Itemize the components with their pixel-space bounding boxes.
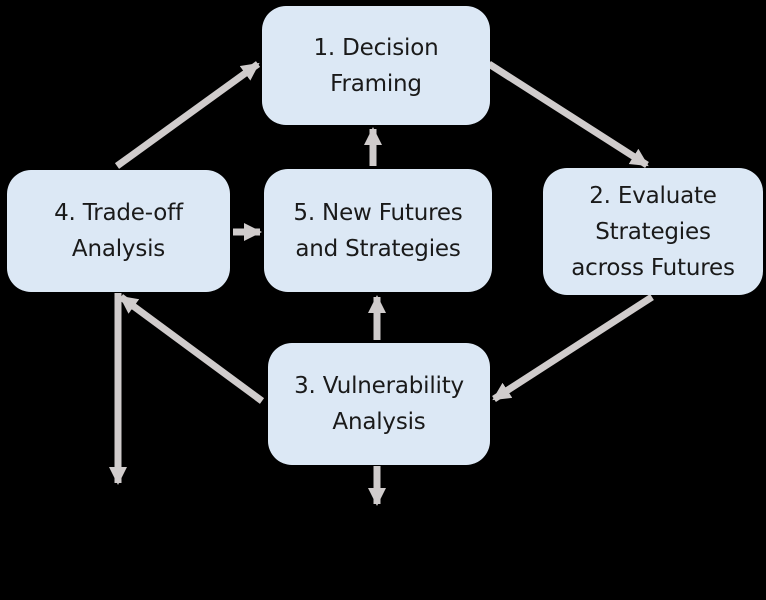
- node-label-line: Analysis: [71, 236, 166, 262]
- node-label-line: and Strategies: [295, 235, 461, 262]
- node-label-line: 5. New Futures: [293, 199, 463, 226]
- node-label-line: Framing: [330, 70, 422, 97]
- node-label-line: 4. Trade-off: [54, 200, 183, 226]
- node-label-line: Strategies: [595, 218, 711, 245]
- arrow-decision-framing-to-evaluate: [487, 61, 649, 168]
- arrow-tradeoff-to-decision-framing: [114, 61, 261, 169]
- node-label-line: 1. Decision: [313, 34, 439, 61]
- arrow-vulnerability-to-tradeoff: [118, 294, 265, 404]
- node-label-line: Analysis: [332, 409, 426, 435]
- node-vulnerability-analysis: 3. Vulnerability Analysis: [268, 343, 490, 465]
- node-new-futures-strategies: 5. New Futures and Strategies: [264, 169, 492, 292]
- node-label-line: across Futures: [571, 254, 735, 281]
- node-label-line: 2. Evaluate: [589, 182, 717, 209]
- node-evaluate-strategies: 2. Evaluate Strategies across Futures: [543, 168, 763, 295]
- node-tradeoff-analysis: 4. Trade-off Analysis: [7, 170, 230, 292]
- node-decision-framing: 1. Decision Framing: [262, 6, 490, 125]
- node-label-line: 3. Vulnerability: [294, 373, 464, 399]
- arrow-evaluate-to-vulnerability: [492, 294, 654, 402]
